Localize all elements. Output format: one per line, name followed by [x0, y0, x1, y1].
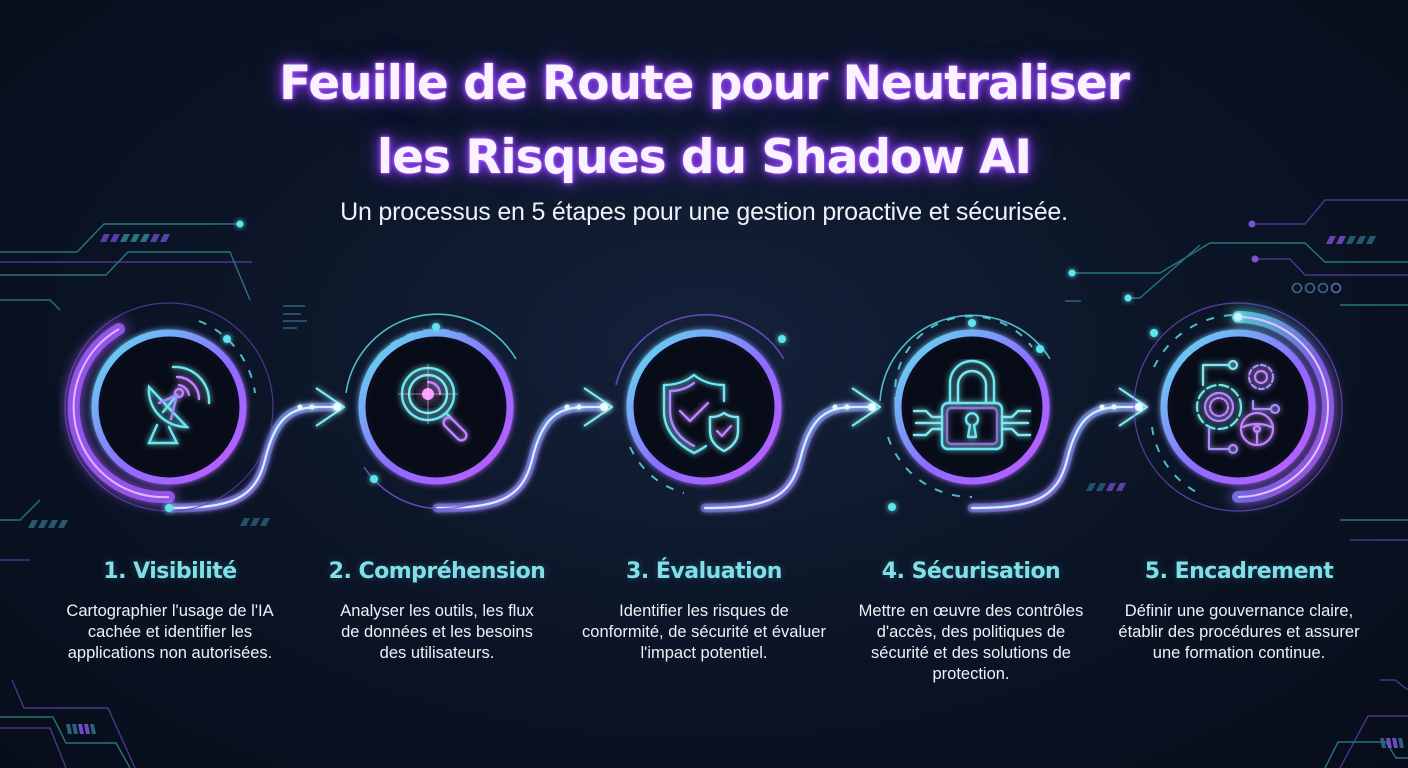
- step-node-1: [59, 297, 279, 517]
- page-title-line-1: Feuille de Route pour Neutraliser: [279, 56, 1130, 111]
- page-title-line-2: les Risques du Shadow AI: [377, 130, 1032, 185]
- step-description-3: Identifier les risques de conformité, de…: [582, 602, 826, 662]
- satellite-dish-icon: [147, 365, 211, 445]
- magnifying-glass-icon: [398, 364, 468, 442]
- step-node-3: [594, 297, 814, 517]
- step-description-4: Mettre en œuvre des contrôles d'accès, d…: [858, 602, 1084, 683]
- step-title-5: 5. Encadrement: [1144, 559, 1334, 584]
- step-node-5: [1128, 297, 1348, 517]
- step-node-2: [326, 297, 546, 517]
- step-title-1: 1. Visibilité: [103, 559, 237, 584]
- step-title-3: 3. Évaluation: [626, 559, 782, 584]
- step-description-5: Définir une gouvernance claire, établir …: [1118, 602, 1360, 662]
- page-subtitle: Un processus en 5 étapes pour une gestio…: [340, 198, 1068, 226]
- step-title-2: 2. Compréhension: [328, 559, 546, 584]
- step-description-1: Cartographier l'usage de l'IA cachée et …: [66, 602, 274, 662]
- padlock-icon: [912, 359, 1032, 451]
- step-title-4: 4. Sécurisation: [881, 559, 1061, 584]
- step-description-2: Analyser les outils, les flux de données…: [340, 602, 534, 662]
- shield-check-icon: [662, 373, 740, 455]
- gears-steering-wheel-icon: [1195, 359, 1281, 455]
- step-node-4: [862, 297, 1082, 517]
